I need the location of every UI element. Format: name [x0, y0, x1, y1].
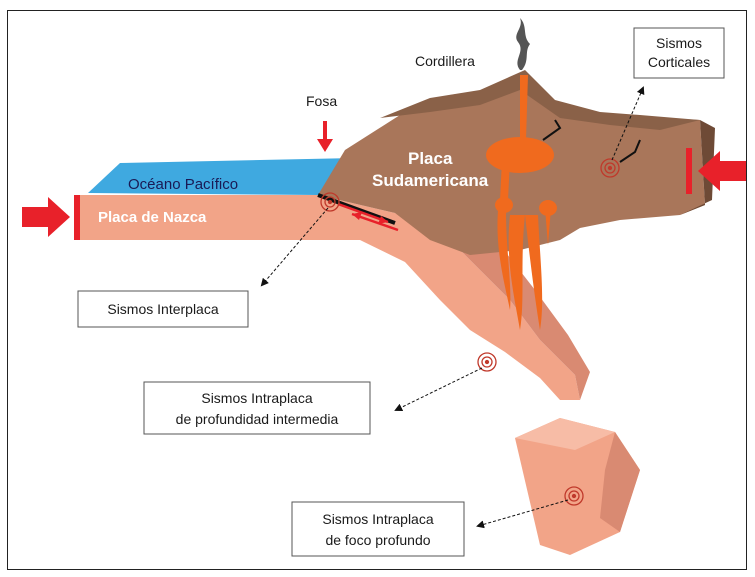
callout-profundo-line2: de foco profundo [325, 532, 430, 548]
callout-intermedia-line2: de profundidad intermedia [176, 411, 339, 427]
callout-profundo-line1: Sismos Intraplaca [322, 511, 433, 527]
callout-corticales: Sismos Corticales [634, 28, 724, 78]
callout-intermedia: Sismos Intraplaca de profundidad interme… [144, 382, 370, 434]
label-placa-sud-1: Placa [408, 149, 453, 168]
callout-interplaca: Sismos Interplaca [78, 291, 248, 327]
callout-corticales-line2: Corticales [648, 54, 710, 70]
label-oceano: Océano Pacífico [128, 176, 238, 193]
callout-corticales-line1: Sismos [656, 35, 702, 51]
leader-intermedia [396, 368, 482, 410]
label-cordillera: Cordillera [415, 53, 475, 69]
label-fosa: Fosa [306, 93, 337, 109]
callout-profundo: Sismos Intraplaca de foco profundo [292, 502, 464, 556]
left-push-arrow [22, 195, 80, 240]
label-placa-nazca: Placa de Nazca [98, 209, 207, 226]
callout-intermedia-line1: Sismos Intraplaca [201, 390, 312, 406]
label-placa-sud-2: Sudamericana [372, 171, 489, 190]
volcano-smoke [516, 18, 530, 70]
fosa-arrow [317, 121, 333, 152]
callout-interplaca-text: Sismos Interplaca [107, 301, 218, 317]
